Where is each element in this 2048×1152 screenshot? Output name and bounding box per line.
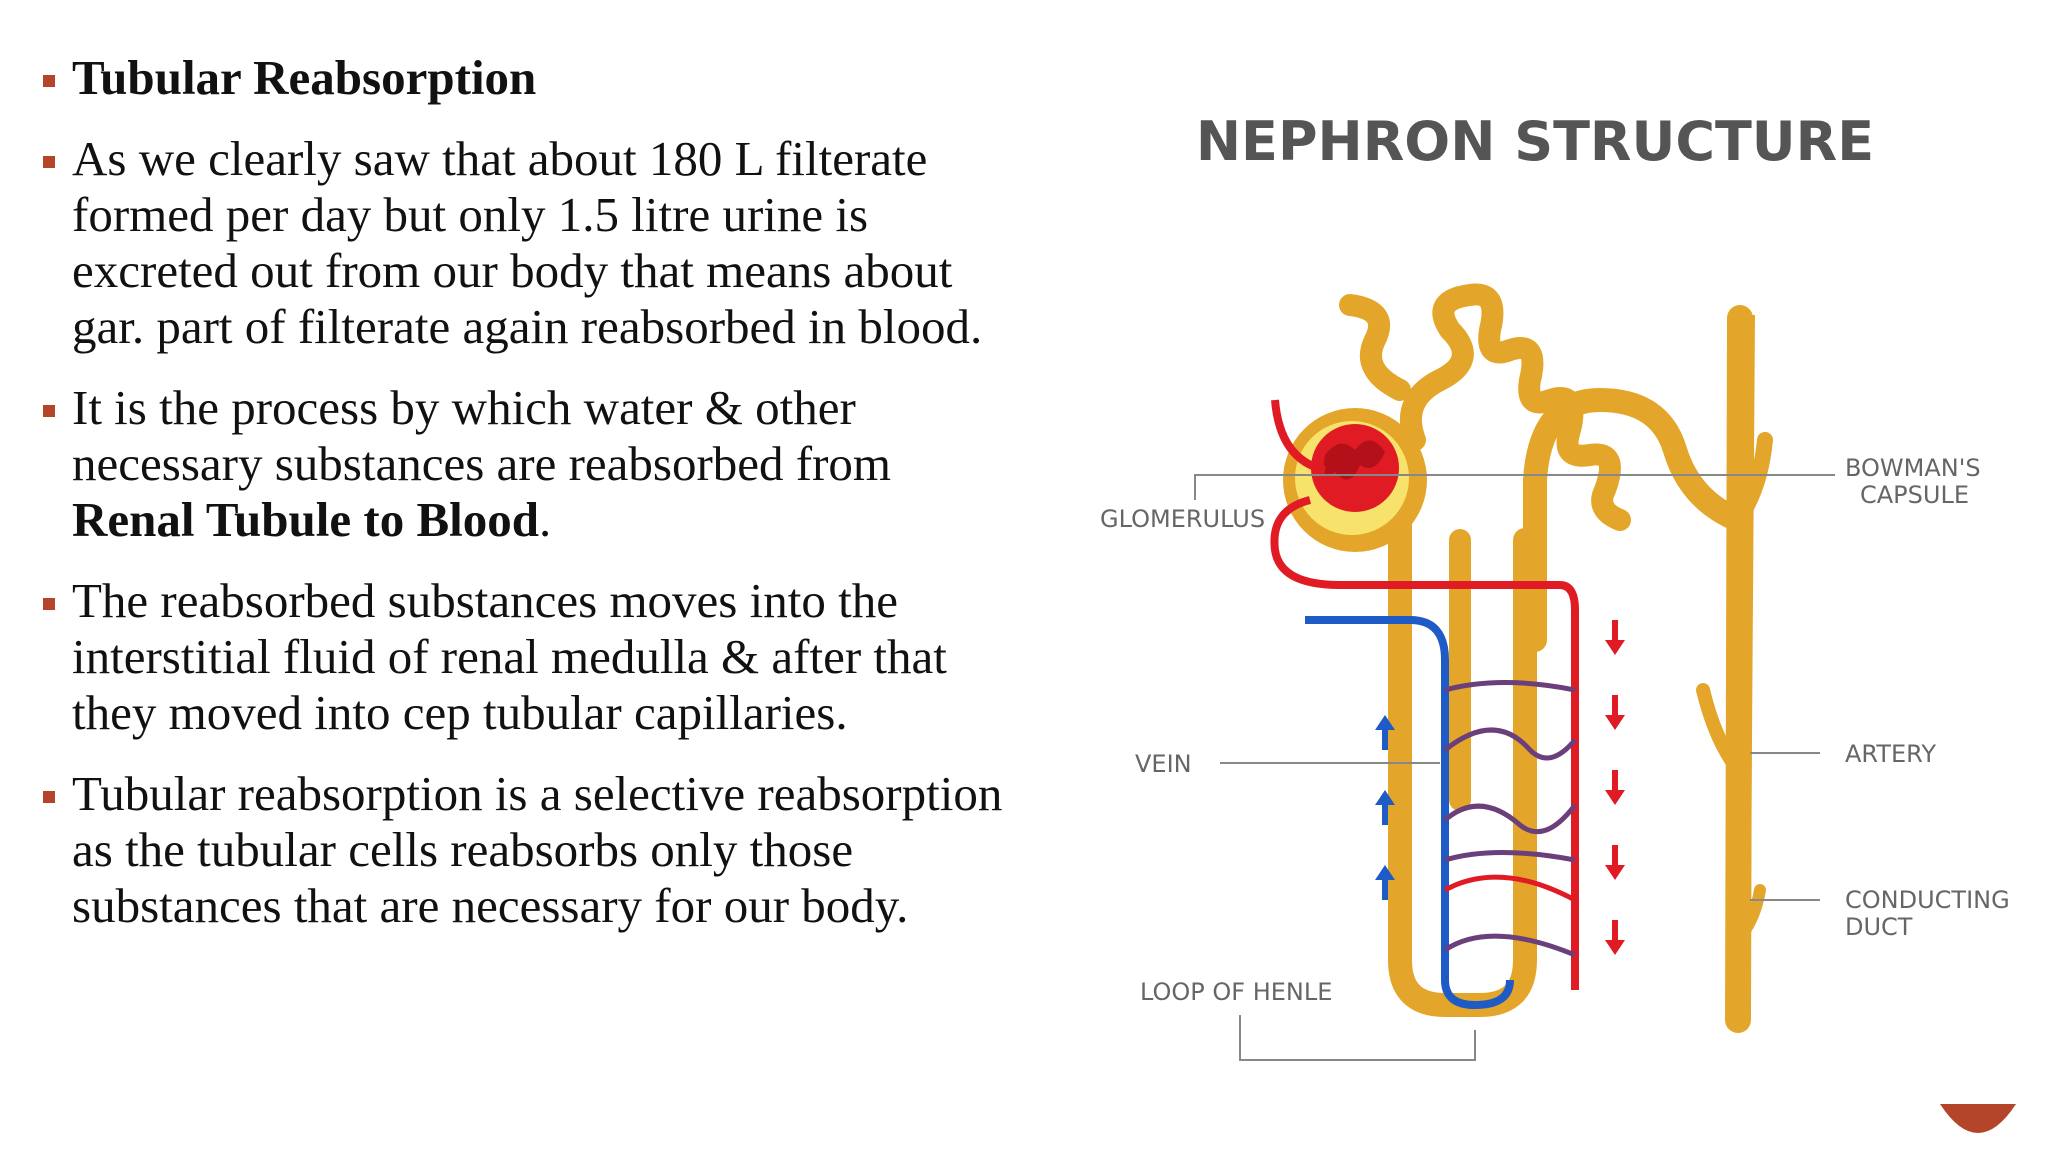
distal-tubule	[1523, 387, 1750, 652]
bullet-text-end: .	[539, 492, 552, 547]
bullet-square-icon	[43, 75, 55, 87]
vasa-recta	[1443, 680, 1577, 958]
label-bowmans-line1: BOWMAN'S	[1845, 454, 1981, 482]
label-bowmans-line2: CAPSULE	[1860, 481, 1969, 509]
bullet-emphasis: Renal Tubule to Blood	[72, 492, 540, 547]
bullet-square-icon	[43, 791, 55, 803]
duct-branch	[1732, 884, 1766, 946]
label-conducting-line2: DUCT	[1845, 913, 1913, 941]
corner-decoration	[1940, 1104, 2016, 1133]
afferent-arteriole	[1271, 399, 1327, 474]
bullet-text: Tubular reabsorption is a selective reab…	[72, 766, 1003, 933]
bullet-item: The reabsorbed substances moves into the…	[40, 573, 1020, 741]
glomerulus-detail	[1323, 440, 1385, 480]
bullet-text: It is the process by which water & other…	[72, 380, 892, 491]
bullet-item: Tubular reabsorption is a selective reab…	[40, 766, 1020, 934]
label-glomerulus: GLOMERULUS	[1100, 505, 1265, 533]
label-artery: ARTERY	[1845, 740, 1936, 768]
bullet-heading: Tubular Reabsorption	[40, 50, 1020, 106]
label-conducting-line1: CONDUCTING	[1845, 886, 2010, 914]
bullet-square-icon	[43, 405, 55, 417]
bullet-square-icon	[43, 598, 55, 610]
efferent-arteriole	[1270, 496, 1579, 990]
bullet-item: It is the process by which water & other…	[40, 380, 1020, 548]
diagram-labels: GLOMERULUS BOWMAN'S CAPSULE VEIN ARTERY …	[1100, 454, 2010, 1006]
section-heading: Tubular Reabsorption	[72, 50, 537, 105]
bullet-text: The reabsorbed substances moves into the…	[72, 573, 947, 740]
label-vein: VEIN	[1135, 750, 1192, 778]
leader-lines	[1194, 474, 1835, 1061]
diagram-title: NEPHRON STRUCTURE	[1196, 110, 1874, 173]
bullet-item: As we clearly saw that about 180 L filte…	[40, 131, 1020, 355]
bullet-text: As we clearly saw that about 180 L filte…	[72, 131, 983, 354]
vein	[1305, 616, 1514, 1010]
collecting-duct	[1725, 305, 1753, 1033]
duct-branch	[1696, 683, 1745, 777]
nephron-diagram: NEPHRON STRUCTURE	[1100, 100, 2030, 1100]
blue-arrows	[1375, 715, 1395, 900]
proximal-tubule	[1400, 283, 1631, 531]
label-loop-of-henle: LOOP OF HENLE	[1140, 978, 1332, 1006]
nephron-illustration: NEPHRON STRUCTURE	[1100, 110, 2010, 1061]
proximal-tubule	[1339, 294, 1411, 401]
red-arrows	[1605, 620, 1625, 955]
bullet-list: Tubular Reabsorption As we clearly saw t…	[40, 50, 1020, 959]
bullet-square-icon	[43, 156, 55, 168]
